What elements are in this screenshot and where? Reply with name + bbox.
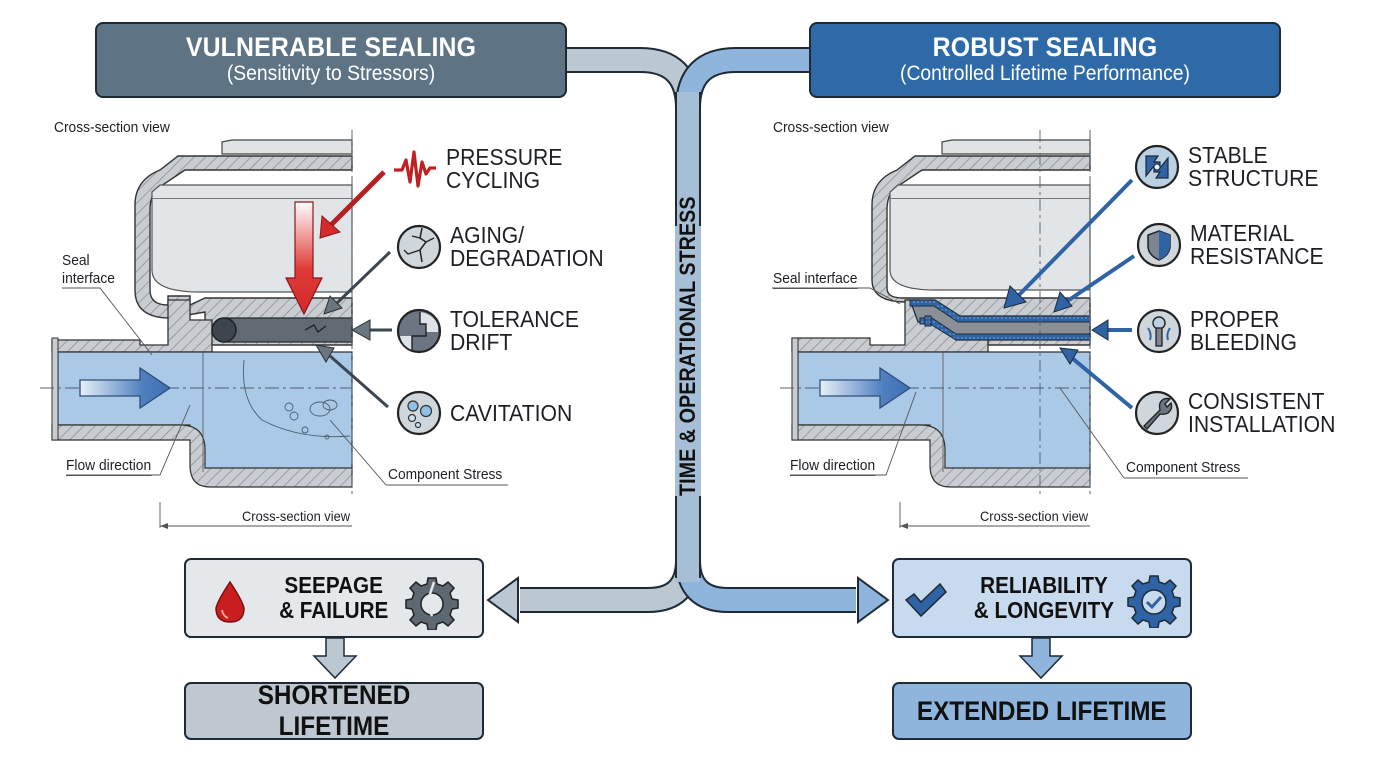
shield-icon bbox=[1136, 222, 1182, 268]
stressor-pointer-arrows bbox=[315, 170, 392, 409]
seal-interface-line2: interface bbox=[62, 270, 115, 287]
broken-gear-icon bbox=[405, 577, 459, 630]
blood-drop-icon bbox=[215, 580, 245, 623]
robust-flow-arrowhead bbox=[857, 576, 890, 624]
robust-seal-cross-section bbox=[772, 130, 1248, 529]
vulnerable-seal-cross-section bbox=[40, 130, 508, 529]
tolerance-gap-icon bbox=[396, 308, 442, 354]
robust-sealing-subtitle: (Controlled Lifetime Performance) bbox=[900, 62, 1190, 85]
right-component-stress-label: Component Stress bbox=[1126, 459, 1241, 476]
flow-direction-arrow bbox=[79, 366, 172, 410]
left-seal-interface-label: Seal interface bbox=[62, 252, 115, 288]
reliability-longevity-box: RELIABILITY& LONGEVITY bbox=[892, 558, 1192, 638]
cracked-circle-icon bbox=[396, 224, 442, 270]
pressure-down-arrow bbox=[285, 201, 323, 316]
right-seal-interface-label: Seal interface bbox=[773, 270, 858, 289]
right-cross-section-label-bottom: Cross-section view bbox=[980, 508, 1089, 524]
wrench-icon bbox=[1134, 390, 1180, 436]
right-down-arrow bbox=[1018, 638, 1064, 680]
left-flow-direction-label: Flow direction bbox=[66, 457, 152, 476]
seepage-failure-text: SEEPAGE& FAILURE bbox=[279, 572, 389, 623]
robust-sealing-title: ROBUST SEALING bbox=[932, 32, 1158, 62]
vulnerable-sealing-subtitle: (Sensitivity to Stressors) bbox=[226, 62, 436, 85]
factor-label: AGING/DEGRADATION bbox=[450, 222, 604, 271]
vulnerable-sealing-header: VULNERABLE SEALING (Sensitivity to Stres… bbox=[95, 22, 567, 98]
factor-aging-degradation: AGING/DEGRADATION bbox=[396, 224, 617, 270]
extended-lifetime-text: EXTENDED LIFETIME bbox=[917, 695, 1167, 726]
robust-sealing-header: ROBUST SEALING (Controlled Lifetime Perf… bbox=[809, 22, 1281, 98]
left-cross-section-label-top: Cross-section view bbox=[54, 119, 170, 136]
factor-label: CAVITATION bbox=[450, 399, 573, 426]
left-down-arrow bbox=[312, 638, 358, 680]
bubbles-icon bbox=[396, 390, 442, 436]
flow-direction-arrow bbox=[819, 366, 912, 410]
extended-lifetime-box: EXTENDED LIFETIME bbox=[892, 682, 1192, 740]
right-cross-section-label-top: Cross-section view bbox=[773, 119, 889, 136]
robust-pointer-arrows bbox=[1003, 178, 1136, 410]
vulnerable-sealing-title: VULNERABLE SEALING bbox=[185, 32, 477, 62]
left-cross-section-label-bottom: Cross-section view bbox=[242, 508, 351, 524]
reliability-longevity-text: RELIABILITY& LONGEVITY bbox=[973, 572, 1115, 623]
seepage-failure-box: SEEPAGE& FAILURE bbox=[184, 558, 484, 638]
seal-interface-line1: Seal bbox=[62, 252, 90, 269]
shortened-lifetime-text: SHORTENED LIFETIME bbox=[257, 680, 411, 741]
pressure-pulse-icon bbox=[394, 150, 436, 188]
check-gear-icon bbox=[1127, 575, 1181, 628]
shortened-lifetime-box: SHORTENED LIFETIME bbox=[184, 680, 484, 741]
bleed-valve-icon bbox=[1136, 308, 1182, 354]
factor-cavitation: CAVITATION bbox=[396, 390, 583, 436]
vulnerable-flow-arrowhead bbox=[486, 576, 519, 624]
left-component-stress-label: Component Stress bbox=[388, 466, 503, 483]
right-flow-direction-label: Flow direction bbox=[790, 457, 876, 476]
checkmark-icon bbox=[904, 582, 947, 618]
stable-structure-icon bbox=[1134, 144, 1180, 190]
